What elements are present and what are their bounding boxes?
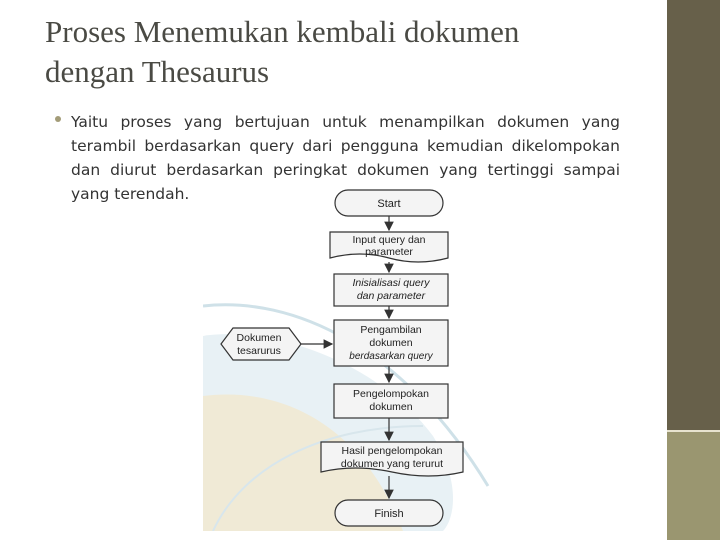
bullet-text: Yaitu proses yang bertujuan untuk menamp… <box>71 113 620 203</box>
step1-line1: Input query dan <box>353 234 426 246</box>
step3-line3: berdasarkan query <box>349 351 433 362</box>
flowchart-finish: Finish <box>334 499 444 527</box>
flowchart-step-input: Input query dan parameter <box>329 231 449 263</box>
flowchart-step-init: Inisialisasi query dan parameter <box>333 273 449 307</box>
bullet-item: Yaitu proses yang bertujuan untuk menamp… <box>55 110 620 206</box>
flowchart-image: Start Input query dan parameter Inisiali… <box>203 186 504 531</box>
flowchart-step-result: Hasil pengelompokan dokumen yang terurut <box>320 441 464 477</box>
step2-line2: dan parameter <box>357 290 426 302</box>
flowchart-step-retrieve: Pengambilan dokumen berdasarkan query <box>333 319 449 367</box>
flowchart-step-group: Pengelompokan dokumen <box>333 383 449 419</box>
flowchart-side-thesaurus: Dokumen tesarurus <box>220 327 302 361</box>
finish-label: Finish <box>374 508 403 520</box>
title-line-1: Proses Menemukan kembali dokumen <box>45 14 520 49</box>
step1-line2: parameter <box>365 246 413 258</box>
step5-line1: Hasil pengelompokan <box>342 445 443 457</box>
side-line2: tesarurus <box>237 345 281 357</box>
sidebar-divider <box>667 430 720 432</box>
step3-line2: dokumen <box>369 337 412 349</box>
start-label: Start <box>377 198 400 210</box>
title-line-2: dengan Thesaurus <box>45 54 270 89</box>
sidebar-dark-band <box>667 0 720 431</box>
step4-line1: Pengelompokan <box>353 388 429 400</box>
step3-line1: Pengambilan <box>360 324 421 336</box>
step5-line2: dokumen yang terurut <box>341 458 443 470</box>
step4-line2: dokumen <box>369 401 412 413</box>
side-line1: Dokumen <box>237 332 282 344</box>
slide-title: Proses Menemukan kembali dokumen dengan … <box>45 12 645 92</box>
background-swirl <box>203 303 490 531</box>
sidebar-light-band <box>667 431 720 540</box>
step2-line1: Inisialisasi query <box>352 277 430 289</box>
bullet-marker <box>55 116 61 122</box>
flowchart-start: Start <box>334 189 444 217</box>
